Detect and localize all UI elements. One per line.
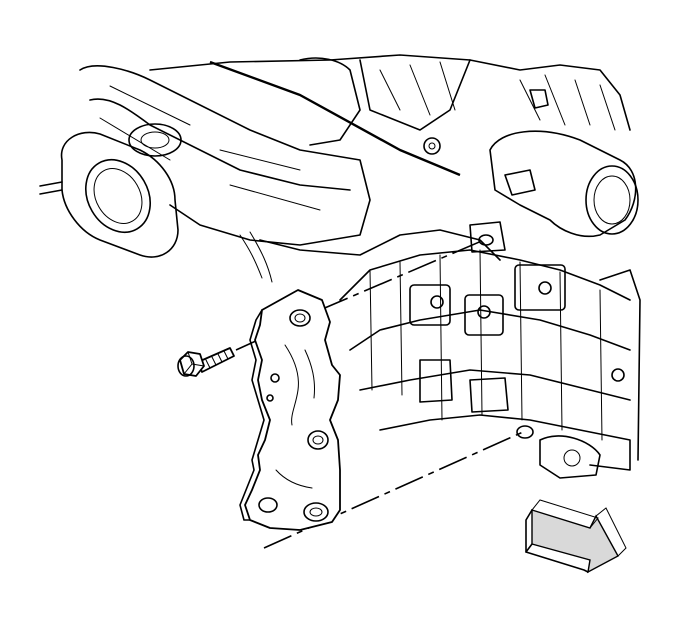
- arrow-icon: [525, 499, 627, 574]
- bracket-icon: [239, 289, 341, 531]
- engine-block-icon: [39, 54, 641, 479]
- bolt-icon: [177, 347, 235, 377]
